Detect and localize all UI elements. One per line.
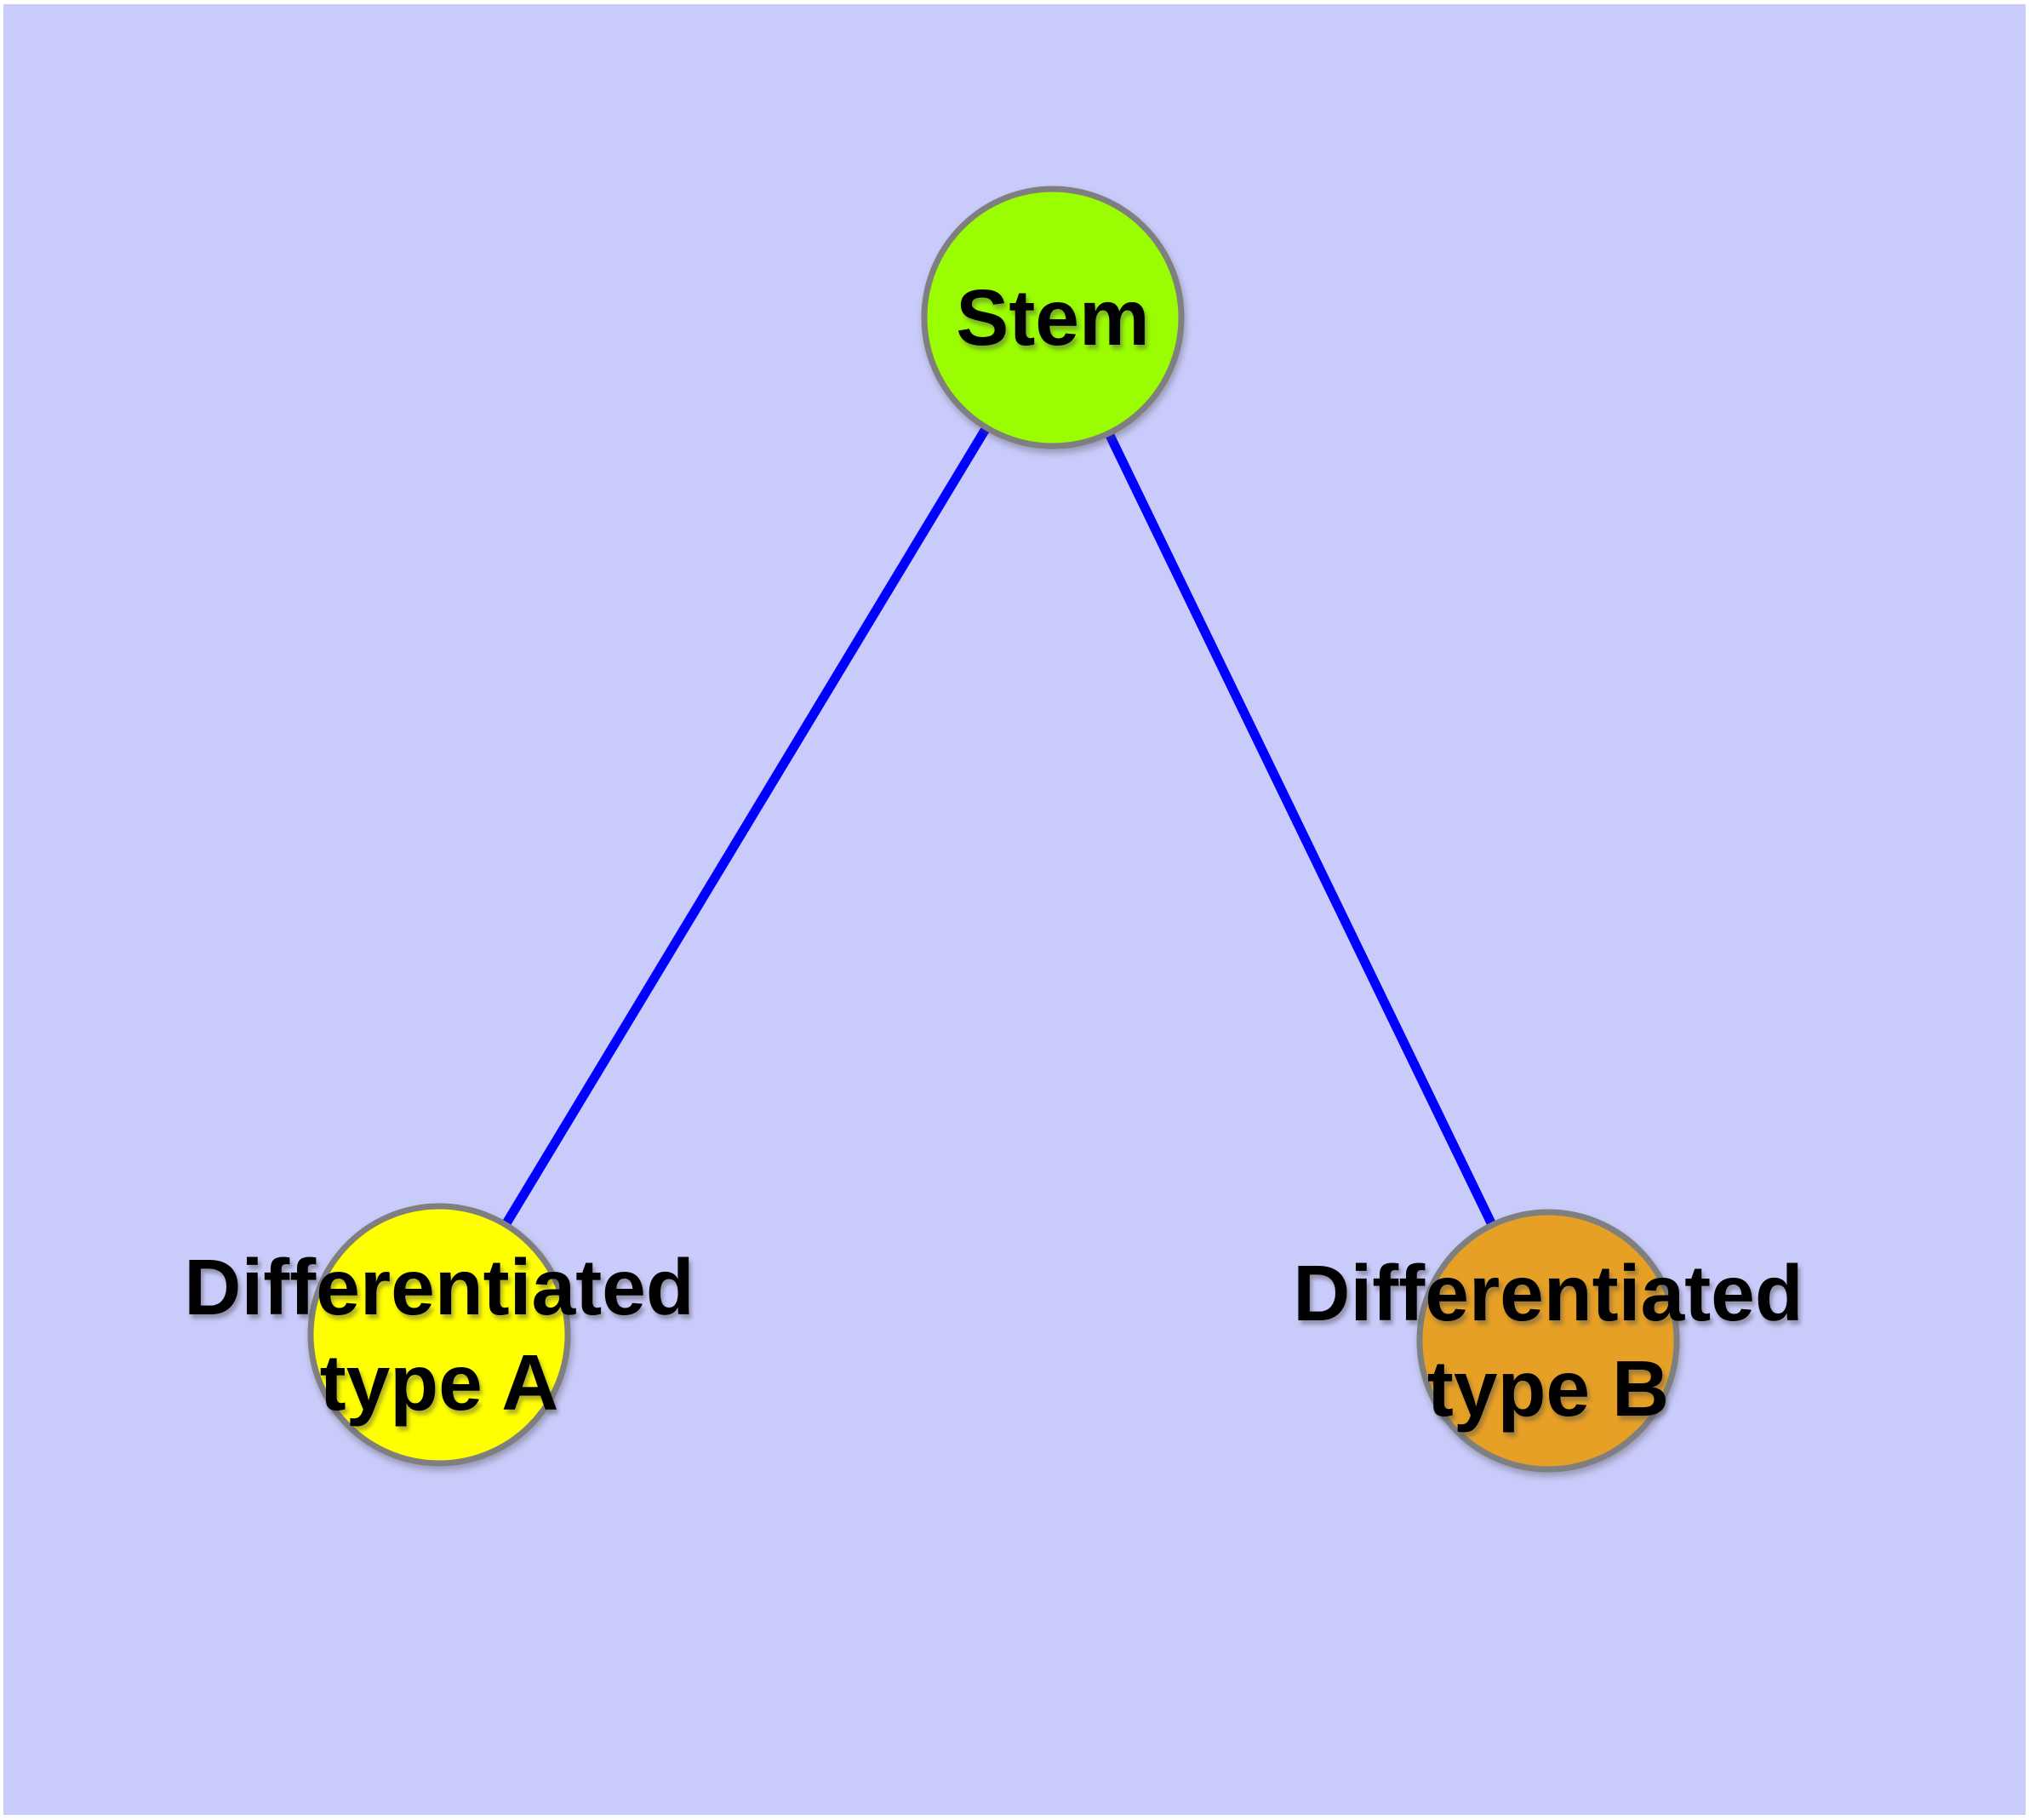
node-stem-label: Stem — [956, 270, 1149, 365]
node-type-a-circle — [307, 1203, 571, 1467]
node-type-b-label-line-1: Differentiated — [1293, 1249, 1803, 1337]
node-type-a-label-line-2: type A — [319, 1338, 559, 1427]
node-stem-label-line: Stem — [956, 273, 1150, 362]
node-type-a-label: Differentiated type A — [184, 1239, 694, 1430]
node-type-a-label-line-1: Differentiated — [184, 1243, 694, 1331]
node-type-b-label-line-2: type B — [1426, 1344, 1670, 1433]
node-type-b-label: Differentiated type B — [1293, 1245, 1803, 1436]
node-stem-circle — [921, 186, 1185, 449]
edge-stem-to-type-b — [1049, 315, 1552, 1343]
edge-stem-to-type-a — [435, 315, 1057, 1337]
node-type-b-circle — [1416, 1209, 1680, 1473]
